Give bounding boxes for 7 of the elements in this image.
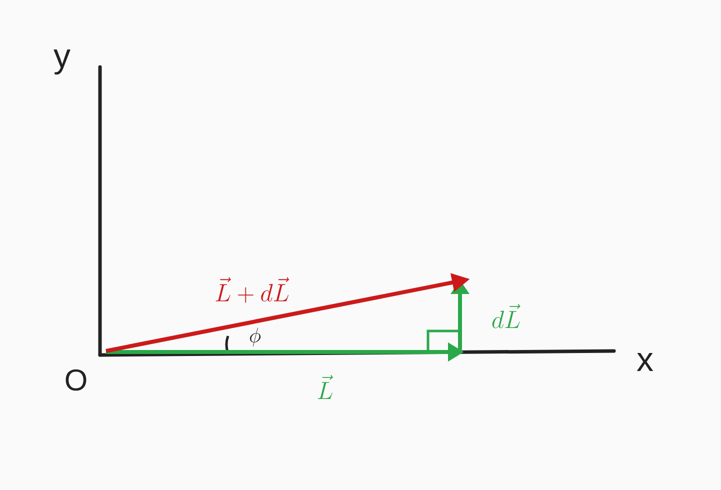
origin-label: O bbox=[66, 369, 86, 391]
vector-label: $d\vec{L}$ bbox=[492, 304, 520, 328]
axis-label: x bbox=[636, 353, 654, 371]
axis-label: y bbox=[54, 50, 70, 74]
angle-label: $\phi$ bbox=[250, 328, 261, 346]
vector-label: $\vec{L}$ bbox=[318, 374, 333, 399]
vector-label: $\vec{L}+d\vec{L}$ bbox=[216, 277, 290, 303]
